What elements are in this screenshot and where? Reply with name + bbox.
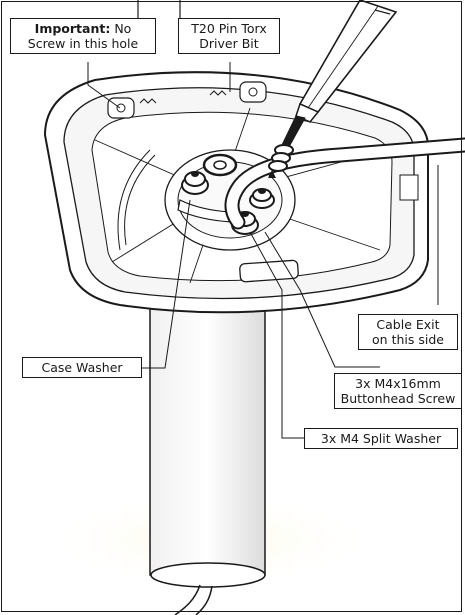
bottom-cable-b (195, 585, 213, 615)
callout-screw-line2: Buttonhead Screw (340, 391, 456, 406)
callout-bit-line1: T20 Pin Torx (191, 21, 267, 36)
callout-case-washer-line1: Case Washer (41, 360, 123, 375)
callout-bit-line2: Driver Bit (199, 36, 259, 51)
callout-buttonhead-screw: 3x M4x16mm Buttonhead Screw (334, 373, 462, 409)
screw-left (181, 171, 209, 195)
screw-right (249, 188, 275, 209)
callout-important-line2: Screw in this hole (27, 36, 139, 51)
bottom-cable-a (174, 584, 201, 615)
leader-lines (87, 62, 439, 439)
callout-screw-line1: 3x M4x16mm (355, 376, 441, 391)
callout-split-washer: 3x M4 Split Washer (304, 428, 458, 449)
callout-important-rest: No (110, 21, 132, 36)
pole-shaft (149, 299, 266, 588)
screw-on-bit (268, 144, 294, 178)
callout-case-washer: Case Washer (22, 357, 142, 378)
callout-important-bold: Important: (34, 21, 111, 36)
callout-split-washer-line1: 3x M4 Split Washer (320, 431, 442, 446)
callout-cable-exit: Cable Exit on this side (358, 314, 458, 350)
callout-driver-bit: T20 Pin Torx Driver Bit (178, 18, 280, 54)
callout-cable-exit-line2: on this side (372, 332, 444, 347)
callout-cable-exit-line1: Cable Exit (376, 317, 440, 332)
callout-important-line1: Important: No (15, 21, 151, 36)
callout-important: Important: No Screw in this hole (10, 18, 156, 54)
driver (295, 0, 398, 123)
cable (224, 137, 465, 230)
